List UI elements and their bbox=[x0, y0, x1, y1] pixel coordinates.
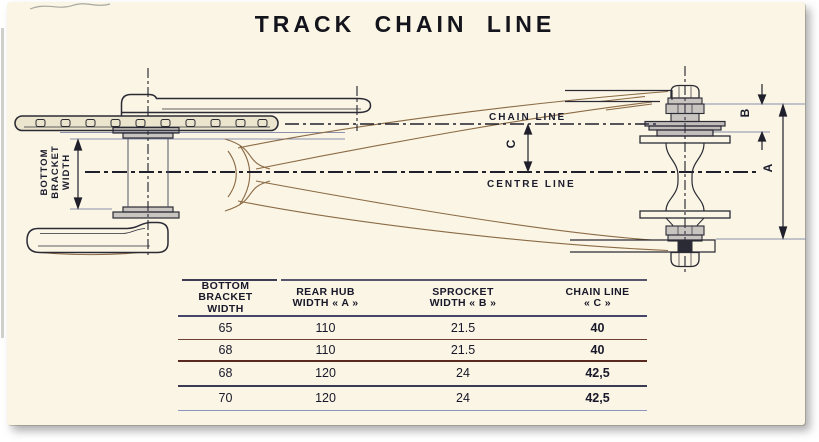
stay-yoke-curve-2 bbox=[224, 180, 271, 212]
cell-chain-line: 40 bbox=[590, 320, 605, 335]
hub-flange-bottom bbox=[639, 210, 731, 219]
cell-rear-hub-width: 110 bbox=[315, 343, 336, 357]
c-dimension bbox=[523, 123, 533, 173]
header-bottom-bracket-width: BOTTOM BRACKET WIDTH bbox=[198, 279, 253, 315]
extension-lines bbox=[60, 103, 806, 240]
table-row: 68 120 24 42,5 bbox=[178, 361, 647, 385]
page-title: TRACK CHAIN LINE bbox=[254, 11, 556, 37]
top-dropout-slot bbox=[599, 95, 653, 111]
hub-flange-top bbox=[639, 135, 731, 144]
bb-width-dimension bbox=[73, 138, 83, 210]
chain-links bbox=[35, 119, 268, 127]
bottom-spacer-stack bbox=[665, 225, 705, 242]
header-sprocket-width: SPROCKET WIDTH « B » bbox=[429, 285, 497, 309]
hub-barrel bbox=[665, 142, 705, 212]
bb-lockrings bbox=[112, 126, 180, 219]
dim-a-label: A bbox=[761, 163, 775, 172]
bottom-bracket-width-label: BOTTOM BRACKET WIDTH bbox=[39, 145, 72, 198]
axle-in-dropout bbox=[677, 241, 693, 252]
scan-edge-artifact bbox=[1, 28, 4, 338]
paper-card bbox=[7, 2, 805, 425]
table-line-2 bbox=[178, 360, 647, 362]
stay-yoke-curve-3 bbox=[239, 145, 251, 205]
locknut-facets bbox=[677, 104, 693, 114]
table-row: 65 110 21.5 40 bbox=[178, 316, 647, 339]
table-header-row: BOTTOM BRACKET WIDTH REAR HUB WIDTH « A … bbox=[178, 279, 647, 315]
bottom-stay-inner bbox=[255, 180, 653, 241]
axis-lines bbox=[85, 66, 757, 272]
cell-chain-line: 42,5 bbox=[585, 391, 610, 405]
cell-chain-line: 42,5 bbox=[585, 366, 610, 380]
stay-yoke-curve-4 bbox=[227, 150, 237, 198]
bottom-crank-inner-line-1 bbox=[40, 228, 146, 234]
dim-b-label: B bbox=[738, 108, 752, 117]
top-crank-arm bbox=[120, 93, 372, 117]
frame-stays bbox=[33, 90, 669, 256]
table-line-header-bottom bbox=[178, 315, 647, 317]
dim-c-label: C bbox=[504, 139, 518, 148]
cell-bb-width: 70 bbox=[218, 391, 233, 405]
cell-sprocket-width: 24 bbox=[456, 391, 470, 405]
header-rear-hub-width: REAR HUB WIDTH « A » bbox=[292, 285, 359, 309]
chain-line-spec-table: BOTTOM BRACKET WIDTH REAR HUB WIDTH « A … bbox=[178, 279, 647, 419]
centre-line-label: CENTRE LINE bbox=[487, 179, 576, 190]
cell-sprocket-width: 24 bbox=[456, 366, 470, 380]
svg-text:WIDTH: WIDTH bbox=[61, 154, 72, 190]
table-top-border-seg1 bbox=[182, 279, 277, 281]
sprocket bbox=[644, 120, 726, 137]
cell-bb-width: 68 bbox=[218, 366, 233, 380]
top-dropout-plate bbox=[565, 89, 673, 103]
table-line-3 bbox=[178, 385, 647, 387]
table-line-1 bbox=[178, 339, 647, 341]
dimensions bbox=[73, 84, 788, 240]
table-top-border-seg2 bbox=[281, 279, 647, 281]
bottom-stay-outer bbox=[237, 200, 669, 252]
table-row: 68 110 21.5 40 bbox=[178, 340, 647, 360]
b-dimension bbox=[757, 84, 767, 150]
header-chain-line: CHAIN LINE « C » bbox=[565, 285, 630, 309]
table-row: 70 120 24 42,5 bbox=[178, 386, 647, 410]
rear-hub-assembly bbox=[565, 84, 731, 268]
cell-sprocket-width: 21.5 bbox=[450, 343, 476, 357]
crank-assembly bbox=[14, 93, 372, 254]
bottom-axle-nut-facets bbox=[678, 253, 692, 266]
svg-text:BOTTOM: BOTTOM bbox=[39, 149, 50, 196]
hub-cone bbox=[665, 217, 705, 226]
cell-sprocket-width: 21.5 bbox=[450, 320, 476, 335]
bottom-axle-nut bbox=[670, 251, 700, 268]
svg-text:BRACKET: BRACKET bbox=[50, 145, 61, 198]
cell-bb-width: 68 bbox=[218, 343, 233, 357]
top-axle-nut bbox=[670, 84, 700, 99]
bottom-locknut-facets bbox=[677, 226, 693, 235]
bottom-bracket-shell bbox=[127, 138, 169, 207]
a-dimension bbox=[778, 103, 788, 240]
cell-rear-hub-width: 120 bbox=[315, 366, 336, 380]
stay-yoke-curve-1 bbox=[224, 138, 271, 170]
scratch-artifact bbox=[29, 3, 111, 10]
cell-chain-line: 40 bbox=[590, 343, 605, 357]
table-line-bottom bbox=[178, 410, 647, 412]
top-stay-inner bbox=[255, 101, 653, 170]
cell-rear-hub-width: 120 bbox=[315, 391, 336, 405]
top-stay-outer bbox=[237, 90, 669, 149]
cell-bb-width: 65 bbox=[218, 320, 233, 335]
cell-rear-hub-width: 110 bbox=[315, 320, 336, 335]
top-axle-nut-facets bbox=[678, 86, 692, 98]
top-spacer-stack bbox=[665, 97, 705, 123]
chain-line-label: CHAIN LINE bbox=[489, 112, 566, 123]
bottom-crank-arm bbox=[26, 221, 169, 254]
